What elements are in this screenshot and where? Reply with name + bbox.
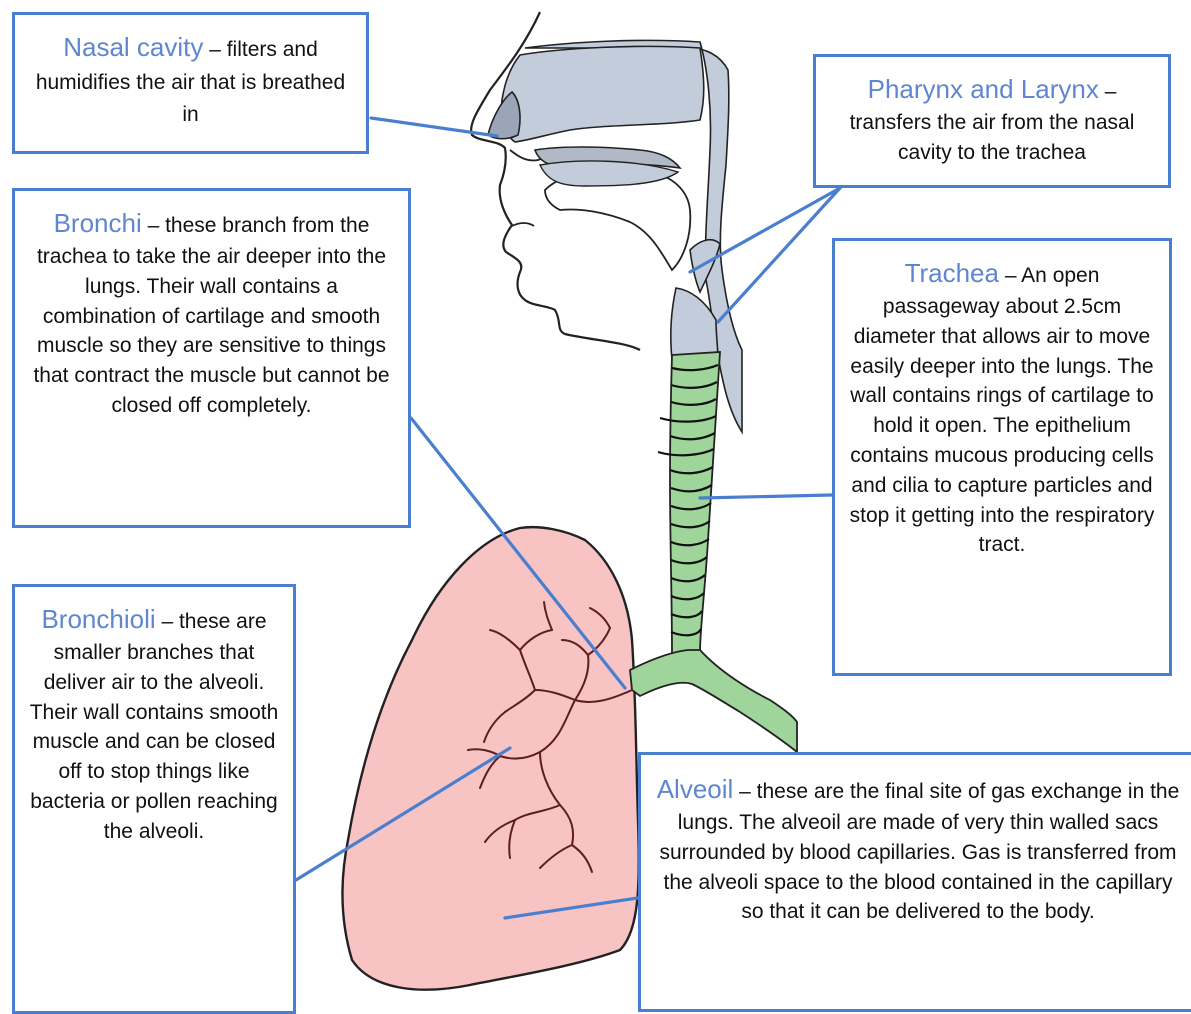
bronchi-label: Bronchi – these branch from the trachea … xyxy=(12,188,411,528)
alveoil-term: Alveoil xyxy=(657,774,734,804)
bronchi-description: – these branch from the trachea to take … xyxy=(33,214,389,417)
lip-outline xyxy=(512,223,534,226)
leader-trachea xyxy=(700,495,832,498)
bronchioli-term: Bronchioli xyxy=(41,604,155,634)
bronchioli-description: – these are smaller branches that delive… xyxy=(30,610,279,843)
nasal-cavity-term: Nasal cavity xyxy=(63,32,203,62)
leader-pharynx-2 xyxy=(718,188,840,322)
pharynx-larynx-term: Pharynx and Larynx xyxy=(868,74,1099,104)
nasal-cavity-shape xyxy=(502,46,704,142)
leader-nasal xyxy=(371,118,497,136)
alveoil-label: Alveoil – these are the final site of ga… xyxy=(638,752,1191,1012)
bronchi-term: Bronchi xyxy=(54,208,142,238)
pharynx-larynx-label: Pharynx and Larynx – transfers the air f… xyxy=(813,54,1171,188)
nasal-cavity-label: Nasal cavity – filters and humidifies th… xyxy=(12,12,369,154)
trachea-and-bronchi xyxy=(630,352,797,752)
trachea-description: – An open passageway about 2.5cm diamete… xyxy=(850,264,1155,556)
alveoil-description: – these are the final site of gas exchan… xyxy=(659,780,1179,923)
trachea-tube xyxy=(670,352,720,655)
trachea-term: Trachea xyxy=(905,258,999,288)
trachea-label: Trachea – An open passageway about 2.5cm… xyxy=(832,238,1172,676)
bronchi-branch xyxy=(630,650,797,752)
bronchioli-label: Bronchioli – these are smaller branches … xyxy=(12,584,296,1014)
